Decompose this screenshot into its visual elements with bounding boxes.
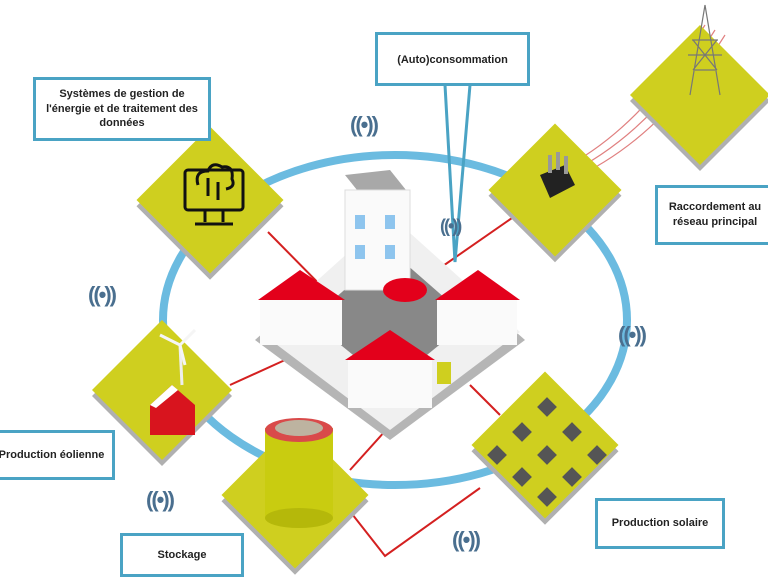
label-grid-connection: Raccordement au réseau principal: [655, 185, 768, 245]
battery-icon: [265, 418, 333, 528]
wireless-icon: ((•)): [146, 487, 175, 512]
communication-ring: [159, 151, 631, 489]
car-icon: [383, 278, 427, 302]
label-self-consumption: (Auto)consommation: [375, 32, 530, 86]
energy-management-tile: [136, 126, 284, 280]
label-energy-management: Systèmes de gestion de l'énergie et de t…: [33, 77, 211, 141]
city-block: [255, 170, 525, 440]
callout-tail: [443, 84, 472, 263]
label-solar-production: Production solaire: [595, 498, 725, 549]
monitor-cloud-icon: [183, 163, 245, 226]
solar-panels-icon: [487, 397, 607, 507]
label-storage: Stockage: [120, 533, 244, 577]
pylon-icon: [688, 4, 722, 96]
label-wind-production: Production éolienne: [0, 430, 115, 480]
transformer-icon: [540, 152, 575, 198]
wireless-icon: ((•)): [88, 282, 117, 307]
wind-farm-icon: [150, 328, 197, 435]
wireless-icon: ((•)): [618, 322, 647, 347]
wireless-icon: ((•)): [452, 527, 481, 552]
wireless-icon: ((•)): [440, 216, 462, 236]
wireless-icon: ((•)): [350, 112, 379, 137]
